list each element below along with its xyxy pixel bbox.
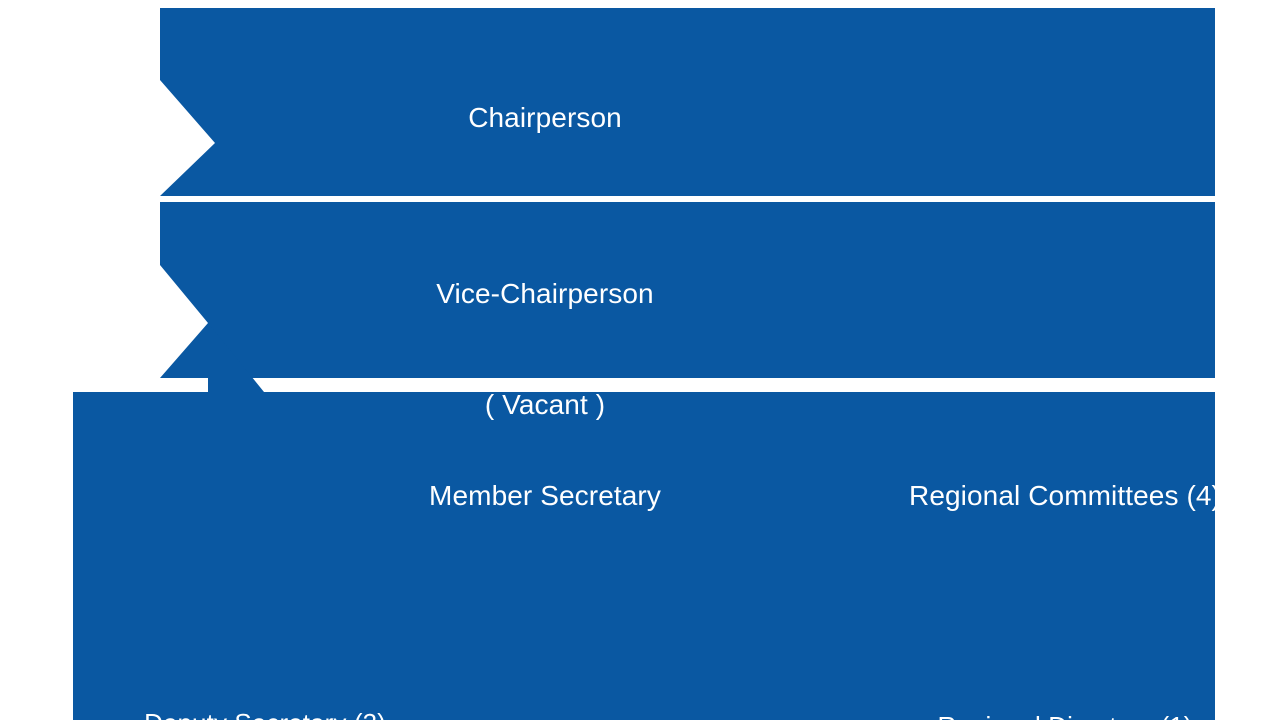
chevron-band-vice-chairperson bbox=[160, 202, 1215, 378]
chevron-band-chairperson bbox=[160, 8, 1215, 196]
chevron-notch-connector bbox=[208, 323, 264, 392]
chevron-band-member-secretary bbox=[73, 392, 1215, 720]
